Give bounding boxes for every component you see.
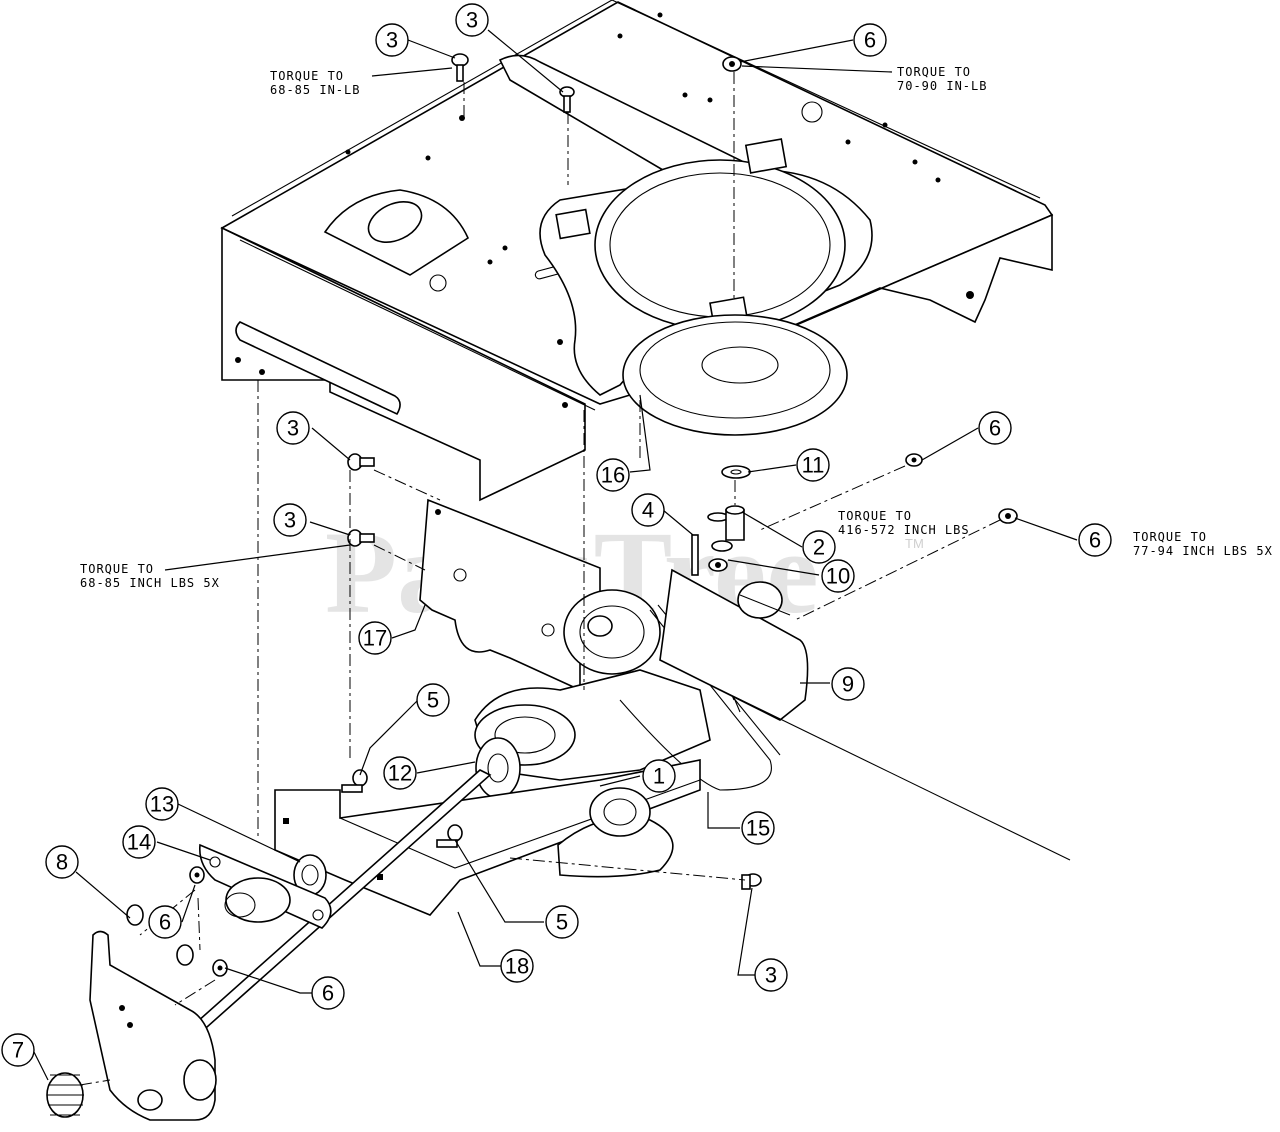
svg-text:1: 1 xyxy=(653,764,665,789)
callout-6-a: 6 xyxy=(853,23,887,57)
svg-text:68-85 IN-LB: 68-85 IN-LB xyxy=(270,83,360,97)
svg-text:5: 5 xyxy=(427,688,439,713)
callout-3-c: 3 xyxy=(276,411,310,445)
callout-1: 1 xyxy=(642,759,676,793)
svg-text:3: 3 xyxy=(466,8,478,33)
axle-frame xyxy=(274,759,701,916)
svg-text:6: 6 xyxy=(159,910,171,935)
svg-text:13: 13 xyxy=(150,792,174,817)
callout-13: 13 xyxy=(145,787,179,821)
svg-text:3: 3 xyxy=(386,28,398,53)
callout-10: 10 xyxy=(821,559,855,593)
svg-text:17: 17 xyxy=(363,626,387,651)
svg-text:16: 16 xyxy=(601,463,625,488)
callout-4: 4 xyxy=(631,493,665,527)
svg-text:14: 14 xyxy=(127,830,151,855)
callout-3-a: 3 xyxy=(375,23,409,57)
torque-note-mid-right: TORQUE TO 416-572 INCH LBS xyxy=(838,509,970,537)
hardware xyxy=(126,53,1018,977)
svg-text:TORQUE TO: TORQUE TO xyxy=(80,562,154,576)
callout-6-d: 6 xyxy=(148,905,182,939)
svg-text:TORQUE TO: TORQUE TO xyxy=(1133,530,1207,544)
svg-text:7: 7 xyxy=(12,1038,24,1063)
svg-text:8: 8 xyxy=(56,850,68,875)
svg-text:416-572 INCH LBS: 416-572 INCH LBS xyxy=(838,523,970,537)
callout-6-b: 6 xyxy=(978,411,1012,445)
svg-text:TORQUE TO: TORQUE TO xyxy=(270,69,344,83)
callout-7: 7 xyxy=(1,1033,35,1067)
callout-3-e: 3 xyxy=(754,958,788,992)
svg-text:77-94 INCH LBS 5X: 77-94 INCH LBS 5X xyxy=(1133,544,1273,558)
callout-17: 17 xyxy=(358,621,392,655)
bearing-flange xyxy=(198,843,332,929)
svg-text:70-90 IN-LB: 70-90 IN-LB xyxy=(897,79,987,93)
callout-18: 18 xyxy=(500,949,534,983)
svg-text:6: 6 xyxy=(1089,528,1101,553)
callout-11: 11 xyxy=(796,448,830,482)
svg-text:15: 15 xyxy=(746,816,770,841)
callout-16: 16 xyxy=(596,458,630,492)
svg-text:11: 11 xyxy=(802,453,825,478)
svg-text:12: 12 xyxy=(388,761,412,786)
callout-6-c: 6 xyxy=(1078,523,1112,557)
pulley-large xyxy=(622,314,848,436)
svg-text:3: 3 xyxy=(284,508,296,533)
callout-3-b: 3 xyxy=(455,3,489,37)
gear-pinion xyxy=(46,1072,84,1118)
svg-text:6: 6 xyxy=(864,28,876,53)
svg-text:TORQUE TO: TORQUE TO xyxy=(838,509,912,523)
transmission xyxy=(474,589,781,799)
callout-2: 2 xyxy=(802,530,836,564)
torque-note-left: TORQUE TO 68-85 INCH LBS 5X xyxy=(80,544,351,590)
svg-text:6: 6 xyxy=(322,981,334,1006)
pulley-bracket xyxy=(498,54,873,396)
callout-15: 15 xyxy=(741,811,775,845)
side-plate xyxy=(89,930,217,1121)
svg-text:3: 3 xyxy=(287,416,299,441)
svg-text:68-85 INCH LBS 5X: 68-85 INCH LBS 5X xyxy=(80,576,220,590)
watermark-tm: TM xyxy=(905,536,924,551)
svg-text:9: 9 xyxy=(842,672,854,697)
center-lines xyxy=(79,72,1071,1086)
callout-12: 12 xyxy=(383,756,417,790)
svg-text:5: 5 xyxy=(556,910,568,935)
idler-frame xyxy=(659,568,809,721)
svg-text:4: 4 xyxy=(642,498,654,523)
svg-text:3: 3 xyxy=(765,963,777,988)
callout-5-b: 5 xyxy=(545,905,579,939)
svg-text:TORQUE TO: TORQUE TO xyxy=(897,65,971,79)
callout-leaders xyxy=(32,29,1078,1081)
callout-14: 14 xyxy=(122,825,156,859)
callout-9: 9 xyxy=(831,667,865,701)
callout-5-a: 5 xyxy=(416,683,450,717)
svg-text:6: 6 xyxy=(989,416,1001,441)
callout-3-d: 3 xyxy=(273,503,307,537)
callout-6-e: 6 xyxy=(311,976,345,1010)
svg-text:2: 2 xyxy=(813,535,825,560)
svg-text:18: 18 xyxy=(505,954,529,979)
torque-note-top-left: TORQUE TO 68-85 IN-LB xyxy=(270,67,453,97)
svg-text:10: 10 xyxy=(826,564,850,589)
torque-note-far-right: TORQUE TO 77-94 INCH LBS 5X xyxy=(1133,530,1273,558)
callout-8: 8 xyxy=(45,845,79,879)
torque-note-top-right: TORQUE TO 70-90 IN-LB xyxy=(741,65,987,93)
